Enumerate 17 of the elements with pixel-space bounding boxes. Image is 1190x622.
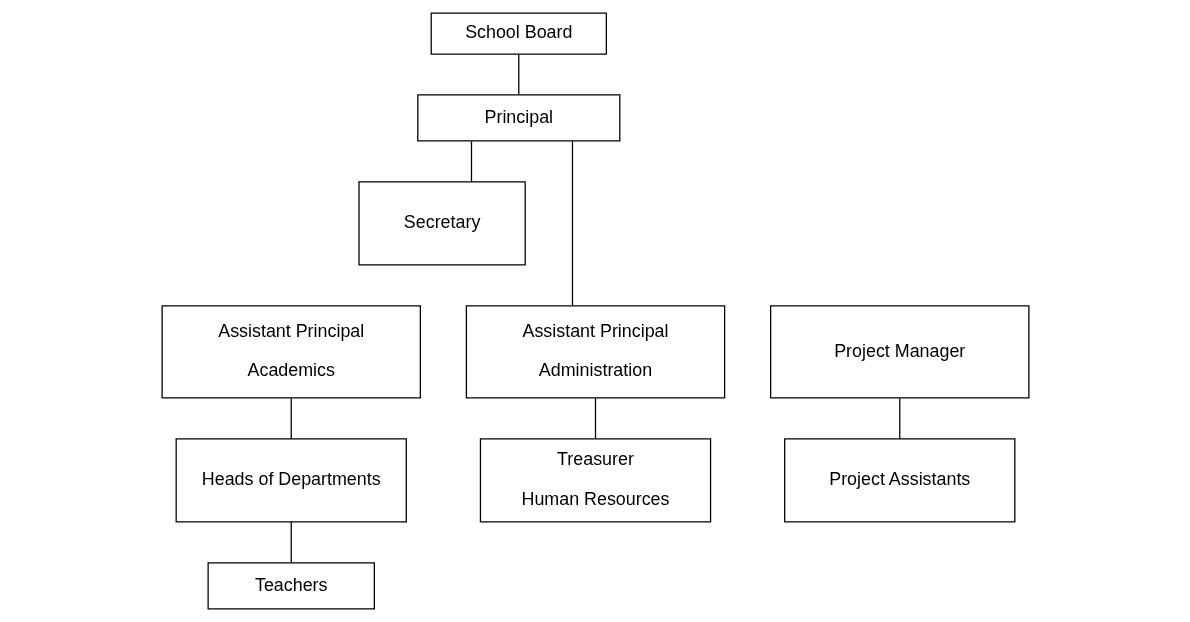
- connector: [898, 397, 900, 440]
- connector: [290, 521, 292, 564]
- connector: [290, 397, 292, 440]
- connector: [470, 140, 472, 183]
- node-box: School Board: [430, 12, 607, 55]
- connector: [594, 397, 596, 440]
- node-box: Project Manager: [769, 305, 1030, 399]
- node-box: Assistant Principal Academics: [160, 305, 421, 399]
- node-box: Secretary: [357, 181, 526, 266]
- node-box: Treasurer Human Resources: [479, 438, 711, 523]
- node-box: Heads of Departments: [175, 438, 407, 523]
- node-box: Teachers: [207, 562, 375, 610]
- connector: [517, 53, 519, 95]
- node-box: Project Assistants: [783, 438, 1015, 523]
- node-box: Assistant Principal Administration: [465, 305, 725, 399]
- connector: [571, 140, 573, 307]
- node-box: Principal: [416, 94, 620, 142]
